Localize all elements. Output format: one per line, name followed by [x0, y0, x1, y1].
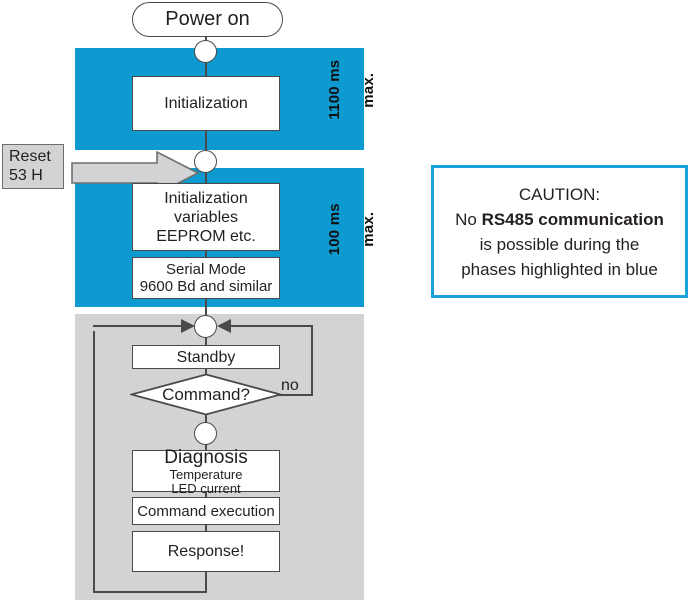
- band-label-1100ms: 1100 ms max.: [309, 59, 377, 137]
- reset-callout-line1: Reset: [9, 148, 51, 165]
- node-standby-label: Standby: [176, 348, 236, 366]
- flow-line-initialization-to-connector2: [205, 130, 207, 151]
- node-standby[interactable]: Standby: [132, 345, 280, 369]
- caution-heading: CAUTION:: [518, 184, 601, 204]
- flow-line-initvariables-to-serialmode: [205, 250, 207, 258]
- node-diagnosis-line1: Diagnosis: [164, 446, 248, 468]
- reset-callout-box[interactable]: Reset 53 H: [2, 144, 64, 189]
- reset-callout-line2: 53 H: [9, 167, 43, 184]
- decision-no-label: no: [281, 377, 299, 395]
- no-branch-segment-right: [278, 394, 313, 396]
- node-power-on-label: Power on: [165, 8, 250, 30]
- node-power-on[interactable]: Power on: [132, 2, 283, 37]
- caution-line-2-bold: RS485 communication: [481, 209, 664, 229]
- flow-line-connector2-to-initvariables: [205, 172, 207, 184]
- node-response-label: Response!: [167, 543, 245, 560]
- node-init-variables[interactable]: Initialization variables EEPROM etc.: [132, 183, 280, 251]
- connector-circle-1: [194, 40, 217, 63]
- node-serial-mode-line1: Serial Mode: [165, 261, 247, 278]
- band-label-1100ms-qualifier: max.: [360, 72, 377, 108]
- flow-line-connector4-to-diagnosis: [205, 444, 207, 451]
- node-initialization-label: Initialization: [164, 95, 248, 112]
- caution-line-2-prefix: No: [455, 209, 482, 229]
- no-branch-segment-up: [311, 325, 313, 395]
- loop-return-segment-up: [93, 331, 95, 593]
- decision-diamond-shape: [128, 373, 284, 416]
- node-initialization[interactable]: Initialization: [132, 76, 280, 131]
- decision-no-label-text: no: [281, 377, 299, 394]
- loop-return-segment-into-connector: [93, 325, 187, 327]
- node-serial-mode[interactable]: Serial Mode 9600 Bd and similar: [132, 257, 280, 299]
- node-serial-mode-line2: 9600 Bd and similar: [139, 278, 273, 295]
- node-diagnosis-line3: LED current: [171, 480, 241, 496]
- flow-line-diagnosis-to-commandexecution: [205, 491, 207, 498]
- connector-circle-3: [194, 315, 217, 338]
- caution-line-4: phases highlighted in blue: [461, 259, 658, 279]
- node-init-variables-line1: Initialization: [164, 189, 248, 207]
- node-diagnosis-line2: Temperature: [169, 466, 243, 482]
- loop-return-segment-down: [205, 571, 207, 593]
- flow-line-standby-to-decision: [205, 368, 207, 377]
- flow-line-commandexecution-to-response: [205, 524, 207, 532]
- flow-line-connector3-to-standby: [205, 337, 207, 346]
- node-command-execution-label: Command execution: [137, 502, 275, 520]
- node-decision-command[interactable]: Command?: [128, 373, 284, 416]
- node-init-variables-line3: EEPROM etc.: [156, 227, 256, 245]
- flow-line-connector1-to-initialization: [205, 62, 207, 78]
- caution-panel: CAUTION: No RS485 communication is possi…: [431, 165, 688, 298]
- connector-circle-4: [194, 422, 217, 445]
- node-response[interactable]: Response!: [132, 531, 280, 572]
- band-label-1100ms-value: 1100 ms: [326, 59, 343, 120]
- caution-line-3: is possible during the: [479, 234, 640, 254]
- band-label-100ms: 100 ms max.: [309, 202, 377, 274]
- connector-circle-2: [194, 150, 217, 173]
- loop-return-segment-left: [93, 591, 207, 593]
- node-diagnosis[interactable]: Diagnosis Temperature LED current: [132, 446, 280, 495]
- band-label-100ms-qualifier: max.: [360, 211, 377, 247]
- caution-line-2: No RS485 communication: [455, 207, 664, 232]
- flow-line-serialmode-to-connector3: [205, 298, 207, 317]
- band-label-100ms-value: 100 ms: [326, 203, 343, 256]
- no-branch-segment-into-connector: [225, 325, 313, 327]
- node-command-execution[interactable]: Command execution: [132, 497, 280, 525]
- node-decision-label: Command?: [162, 384, 250, 404]
- flow-line-decision-to-connector4: [205, 414, 207, 424]
- node-init-variables-line2: variables: [173, 208, 239, 226]
